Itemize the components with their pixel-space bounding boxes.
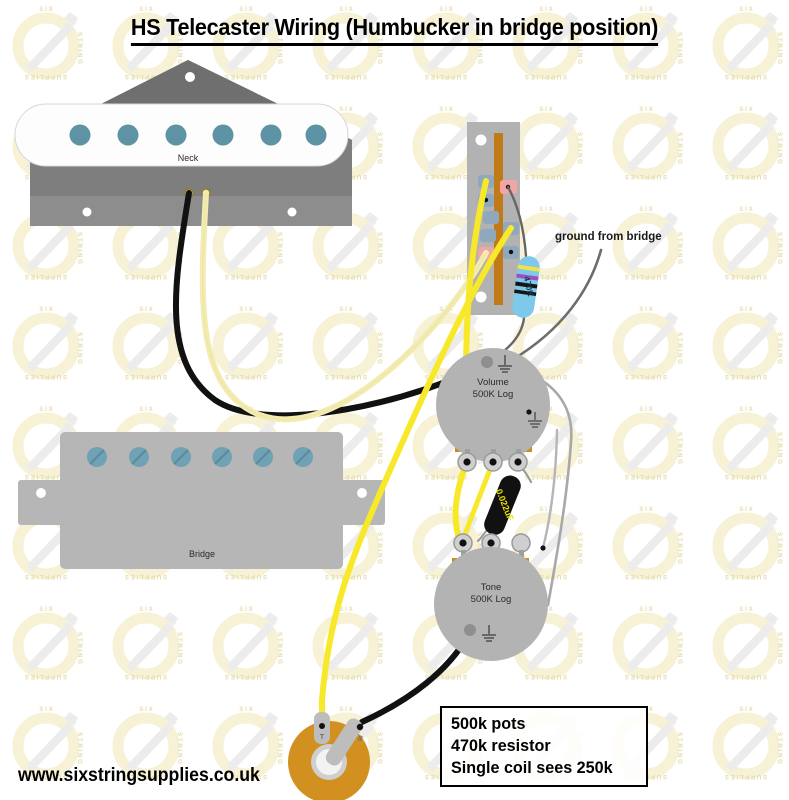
wire-shield-right	[541, 428, 559, 550]
bridge-pickup[interactable]	[18, 432, 385, 569]
resistor-value-text: 470K	[522, 275, 536, 298]
spec-line-resistor: 470k resistor	[451, 736, 551, 755]
wire-resistor-top	[506, 185, 528, 258]
tone-pot-label: Tone 500K Log	[446, 582, 536, 606]
volume-pot-label: Volume 500K Log	[448, 377, 538, 401]
site-url[interactable]: www.sixstringsupplies.co.uk	[18, 765, 260, 786]
volume-ground-symbol	[498, 355, 512, 373]
capacitor-022uf[interactable]: 0.022uF	[481, 473, 524, 538]
spec-info-box: 500k pots 470k resistor Single coil sees…	[440, 706, 648, 787]
volume-pot-label-line2: 500K Log	[472, 389, 514, 400]
wire-switch-to-bridge	[319, 225, 514, 703]
tone-pot-label-line1: Tone	[480, 582, 502, 593]
volume-ground-symbol-2	[528, 412, 542, 428]
jack-sleeve-label: S	[356, 735, 364, 744]
volume-pot[interactable]	[436, 348, 550, 472]
wire-neck-ground	[172, 190, 490, 419]
wire-cap-lead-bottom	[476, 528, 489, 543]
spec-line-single-coil: Single coil sees 250k	[451, 758, 613, 777]
tone-ground-symbol	[482, 625, 496, 642]
spec-line-pots: 500k pots	[451, 714, 526, 733]
tone-pot[interactable]	[434, 533, 548, 661]
resistor-470k[interactable]: 470K	[511, 255, 541, 319]
output-jack[interactable]: T S	[288, 712, 370, 800]
page-title: HS Telecaster Wiring (Humbucker in bridg…	[130, 14, 658, 46]
bridge-pole-pieces	[87, 447, 313, 467]
neck-pickup[interactable]	[14, 60, 352, 226]
wiring	[172, 178, 603, 729]
jack-tip-label: T	[320, 734, 325, 741]
title-container: HS Telecaster Wiring (Humbucker in bridg…	[0, 14, 789, 46]
neck-pickup-label: Neck	[177, 153, 199, 163]
volume-lugs[interactable]	[457, 449, 528, 472]
bridge-pickup-label: Bridge	[188, 549, 215, 559]
wire-ground-from-bridge	[510, 248, 603, 362]
volume-pot-label-line1: Volume	[477, 377, 509, 388]
tone-pot-label-line2: 500K Log	[470, 594, 512, 605]
ground-from-bridge-label: ground from bridge	[555, 231, 662, 243]
neck-pole-pieces	[69, 124, 327, 146]
